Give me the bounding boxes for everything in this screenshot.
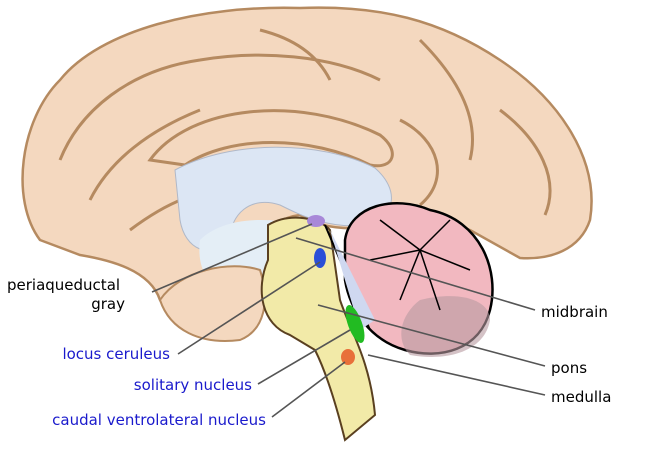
leader-solitary — [257, 329, 351, 385]
leader-locus-ceruleus — [177, 261, 321, 355]
label-gray: gray — [91, 295, 125, 313]
corpus-callosum — [147, 109, 394, 168]
leader-periaqueductal — [151, 223, 313, 293]
solitary-nucleus-spot — [345, 305, 365, 343]
gyri — [58, 28, 552, 232]
cerebellum-folia — [369, 219, 471, 311]
label-solitary-nucleus: solitary nucleus — [134, 376, 252, 394]
leader-midbrain — [295, 237, 536, 311]
label-pons: pons — [551, 359, 587, 377]
label-medulla: medulla — [551, 388, 611, 406]
label-locus-ceruleus: locus ceruleus — [62, 345, 170, 363]
label-midbrain: midbrain — [541, 303, 608, 321]
caudal-ventrolateral-spot — [341, 349, 355, 365]
label-periaqueductal: periaqueductal — [7, 276, 120, 294]
temporal-lobe — [158, 265, 266, 342]
leader-caudal — [271, 361, 346, 418]
leader-pons — [317, 304, 546, 367]
leader-medulla — [367, 354, 546, 396]
fourth-ventricle — [330, 230, 375, 330]
label-caudal-ventrolateral: caudal ventrolateral nucleus — [52, 411, 266, 429]
cerebellum-shade — [401, 296, 490, 357]
